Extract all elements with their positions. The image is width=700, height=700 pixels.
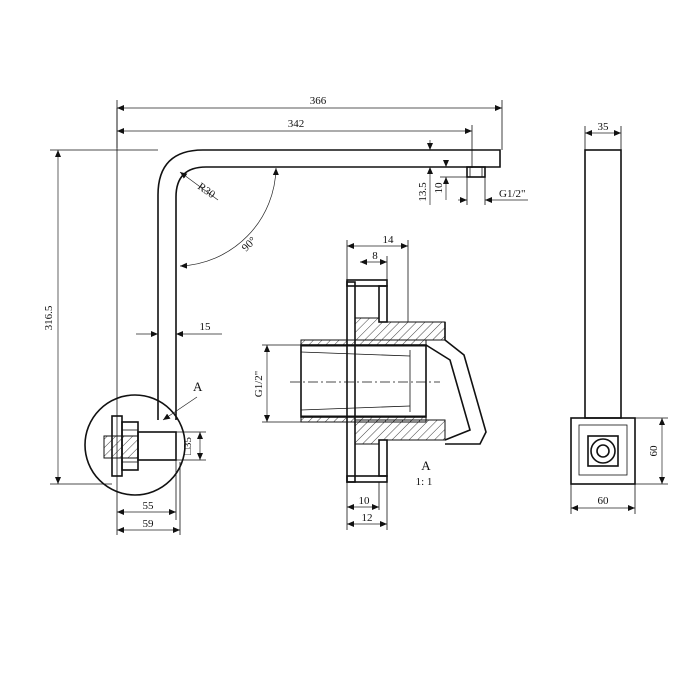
dim-base-offset-inner: 55: [143, 500, 155, 512]
side-dim-plate-height: 60: [648, 445, 660, 457]
detail-dim-bottom-outer: 12: [362, 512, 373, 524]
dim-bend-radius: R30: [195, 181, 217, 202]
base-fitting: [103, 415, 177, 477]
detail-dim-width-outer: 14: [383, 234, 395, 246]
side-dim-width: 35: [598, 121, 610, 133]
outlet-nozzle: [466, 166, 486, 178]
detail-dim-bottom-inner: 10: [359, 495, 371, 507]
detail-scale: 1: 1: [416, 476, 433, 488]
plate-outlet: [590, 438, 616, 464]
main-view: [50, 100, 528, 535]
side-tube: [584, 149, 622, 419]
side-view: [570, 126, 668, 514]
dim-arm-length: 342: [288, 118, 305, 130]
dim-overall-length: 366: [310, 95, 327, 107]
dim-base-square: □35: [182, 437, 194, 455]
angle-arc: [179, 167, 279, 269]
detail-a-section: [262, 240, 487, 530]
dim-tube-width: 15: [200, 321, 212, 333]
dim-bend-angle: 90°: [240, 235, 259, 254]
callout-a: A: [193, 379, 203, 394]
spout-outer-contour: [157, 149, 501, 420]
detail-circle-a: [84, 394, 186, 496]
side-dim-plate-width: 60: [598, 495, 610, 507]
detail-title: A: [421, 458, 431, 473]
detail-dim-thread: G1/2": [253, 371, 265, 398]
dim-outlet-gap: 10: [433, 182, 445, 194]
dim-outlet-thread: G1/2": [499, 188, 526, 200]
dim-height: 316.5: [43, 305, 55, 330]
dim-outlet-height: 13.5: [417, 182, 429, 202]
dim-base-offset-outer: 59: [143, 518, 155, 530]
wall-plate: [570, 417, 636, 485]
detail-dim-width-inner: 8: [372, 250, 378, 262]
